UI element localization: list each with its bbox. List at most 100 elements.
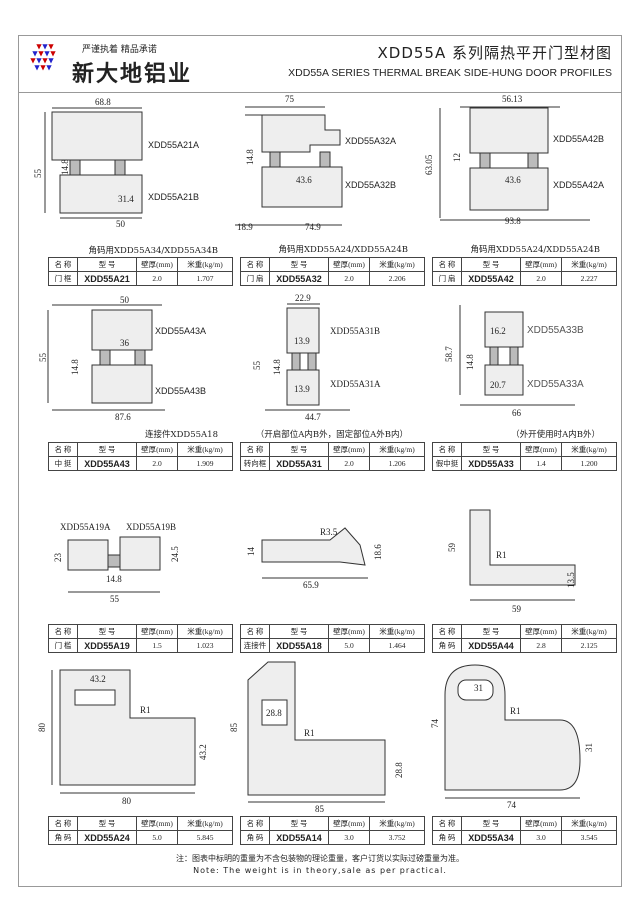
profile-drawing-xdd55a32 [235,106,343,226]
note-cn: 注：图表中标明的重量为不含包装物的理论重量，客户订货以实际过磅重量为准。 [176,854,464,863]
column-header: 名 称 [432,442,462,457]
weight-per-meter: 1.464 [369,638,425,653]
dim: 55 [33,169,43,178]
profile-drawing-xdd55a33 [459,305,575,406]
model-number: XDD55A14 [269,830,329,845]
dim: 74 [507,800,516,810]
table-header-row: 名 称型 号壁厚(mm)米重(kg/m) [240,624,425,639]
part-label: XDD55A19B [126,522,177,532]
table-header-row: 名 称型 号壁厚(mm)米重(kg/m) [48,624,233,639]
column-header: 壁厚(mm) [136,257,178,272]
weight-per-meter: 2.125 [561,638,617,653]
column-header: 米重(kg/m) [369,816,425,831]
column-header: 型 号 [77,624,137,639]
dim: 80 [37,723,47,732]
dim: 55 [252,361,262,370]
column-header: 型 号 [461,257,521,272]
dim: 85 [229,723,239,732]
column-header: 名 称 [240,257,270,272]
dim: 59 [512,604,521,614]
part-label: XDD55A42A [553,180,605,190]
note-en: Note: The weight is in theory,sale as pe… [193,866,447,875]
dim: 13.9 [294,336,310,346]
model-number: XDD55A42 [461,271,521,286]
dim: 68.8 [95,97,111,107]
profile-name: 角 码 [432,830,462,845]
wall-thickness: 3.0 [520,830,562,845]
dim: R1 [510,706,521,716]
model-number: XDD55A44 [461,638,521,653]
slogan: 严谨执着 精品承诺 [82,45,157,55]
caption: 角码用XDD55A24/XDD55A24B [278,245,408,255]
dim: 31 [584,743,594,752]
column-header: 壁厚(mm) [520,442,562,457]
page-title-cn: XDD55A 系列隔热平开门型材图 [377,44,612,62]
profile-name: 门 扇 [240,271,270,286]
dim: 20.7 [490,380,506,390]
column-header: 米重(kg/m) [369,257,425,272]
profile-name: 角 码 [240,830,270,845]
profile-drawing-xdd55a19 [67,536,161,593]
profile-name: 门 扇 [432,271,462,286]
column-header: 型 号 [461,442,521,457]
dim: 43.6 [505,175,521,185]
profile-name: 假中挺 [432,456,462,471]
dim: 43.2 [198,744,208,760]
column-header: 壁厚(mm) [136,624,178,639]
dim: 28.8 [394,762,404,778]
column-header: 米重(kg/m) [369,442,425,457]
column-header: 名 称 [48,816,78,831]
column-header: 米重(kg/m) [561,257,617,272]
page-title-en: XDD55A SERIES THERMAL BREAK SIDE-HUNG DO… [288,67,612,79]
dim: 14 [246,547,256,556]
profile-name: 中 挺 [48,456,78,471]
profile-drawing-xdd55a43 [47,304,165,411]
model-number: XDD55A24 [77,830,137,845]
model-number: XDD55A19 [77,638,137,653]
dim: 14.8 [272,359,282,375]
dim: 18.9 [237,222,253,232]
weight-per-meter: 2.227 [561,271,617,286]
dim: 74.9 [305,222,321,232]
column-header: 型 号 [269,257,329,272]
part-label: XDD55A31A [330,379,381,389]
brand-name: 新大地铝业 [72,61,193,87]
column-header: 型 号 [461,624,521,639]
model-number: XDD55A33 [461,456,521,471]
column-header: 壁厚(mm) [328,816,370,831]
column-header: 米重(kg/m) [177,624,233,639]
column-header: 壁厚(mm) [328,442,370,457]
table-header-row: 名 称型 号壁厚(mm)米重(kg/m) [48,257,233,272]
dim: 93.8 [505,216,521,226]
column-header: 名 称 [240,442,270,457]
dim: 24.5 [170,546,180,562]
column-header: 米重(kg/m) [369,624,425,639]
profile-drawing-xdd55a21 [44,107,143,219]
header-divider [18,92,622,93]
dim: 36 [120,338,129,348]
column-header: 名 称 [48,257,78,272]
dim: 75 [285,94,294,104]
dim: R1 [140,705,151,715]
dim: 85 [315,804,324,814]
part-label: XDD55A33B [527,325,584,336]
table-header-row: 名 称型 号壁厚(mm)米重(kg/m) [240,257,425,272]
part-label: XDD55A21B [148,192,200,202]
column-header: 名 称 [432,816,462,831]
dim: 65.9 [303,580,319,590]
dim: 56.13 [502,94,523,104]
dim: 58.7 [444,346,454,362]
